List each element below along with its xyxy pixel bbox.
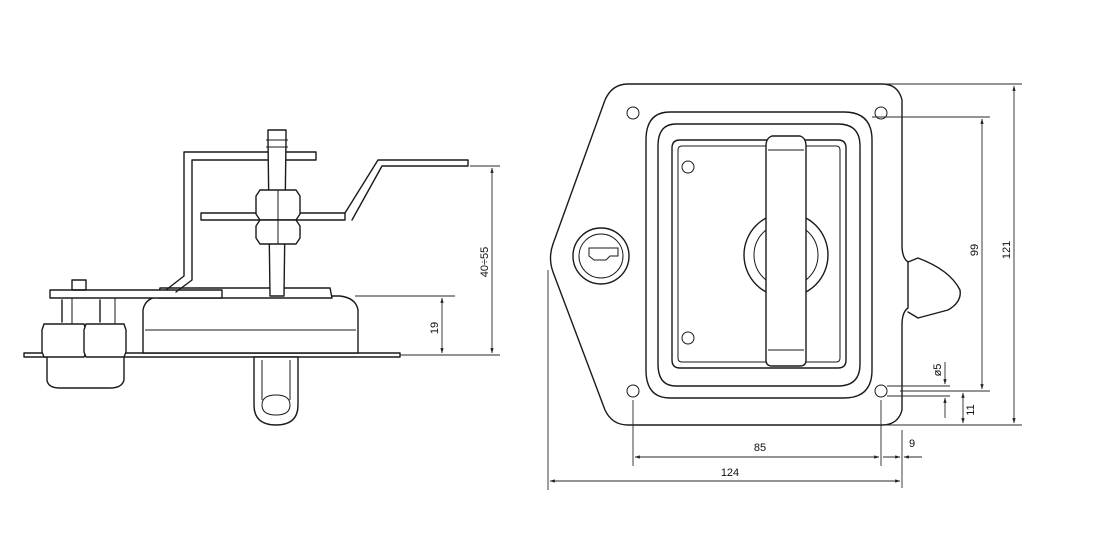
dim-hole-offset-v: 11	[965, 404, 977, 415]
mount-hole-bl	[626, 384, 640, 398]
dim-base-height: 19	[429, 322, 441, 334]
side-cam-arm	[165, 151, 317, 293]
latch-tongue	[907, 257, 961, 319]
front-inner-panel	[671, 139, 847, 369]
side-view: 40÷55 19	[23, 129, 500, 426]
mount-hole-tl	[626, 106, 640, 120]
front-pan-outer	[645, 111, 873, 399]
dim-hole-diameter: ø5	[932, 364, 944, 377]
inner-rivet-bottom	[681, 331, 695, 345]
side-left-bracket	[49, 289, 223, 299]
dim-inner-height: 99	[969, 244, 981, 256]
side-nut-left	[41, 323, 87, 358]
dim-overall-width: 124	[721, 467, 739, 479]
side-lower-shaft	[253, 356, 299, 426]
side-crank-lever	[344, 159, 469, 221]
front-pan-mid	[657, 123, 861, 387]
dim-hole-offset-h: 9	[909, 438, 915, 450]
lock-cylinder	[572, 227, 630, 285]
dim-hole-spacing-h: 85	[754, 442, 766, 454]
side-housing	[142, 295, 359, 354]
dim-overall-height: 121	[1001, 241, 1013, 259]
lock-cylinder-inner	[578, 233, 624, 279]
side-nut-right	[83, 323, 127, 358]
front-flange-outline	[549, 83, 909, 426]
inner-rivet-top	[681, 160, 695, 174]
dim-height-range: 40÷55	[479, 247, 491, 278]
keyhole	[588, 247, 619, 261]
mount-hole-tr	[874, 106, 888, 120]
front-view: 99 121 ø5 11 85 9 124	[547, 83, 1022, 490]
side-nut-bottom	[46, 353, 125, 389]
mount-hole-br	[874, 384, 888, 398]
t-handle	[765, 135, 807, 367]
